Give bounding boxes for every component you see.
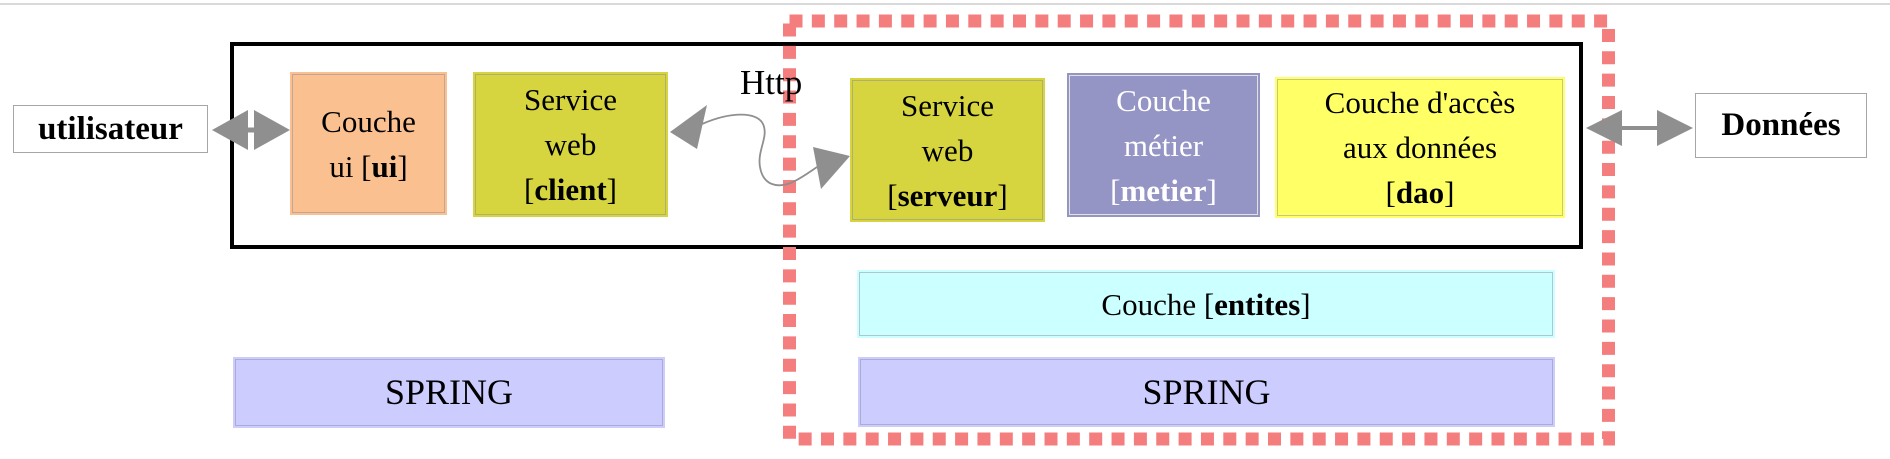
http-label: Http xyxy=(740,63,803,102)
ws-client-line2: web xyxy=(544,127,597,162)
spring-server-box: SPRING xyxy=(858,357,1555,427)
metier-layer-box: Couche métier [metier] xyxy=(1067,73,1260,217)
dao-line1: Couche d'accès xyxy=(1324,85,1516,120)
dao-line3: [dao] xyxy=(1385,175,1455,210)
metier-line1: Couche xyxy=(1116,82,1211,118)
ws-client-line1: Service xyxy=(524,82,617,117)
dao-data-arrow xyxy=(1586,110,1693,146)
ws-server-line1: Service xyxy=(901,87,994,123)
web-service-client-box: Service web [client] xyxy=(473,72,668,217)
spring-client-box: SPRING xyxy=(233,357,665,428)
top-window-edge xyxy=(0,3,1890,5)
dao-layer-box: Couche d'accès aux données [dao] xyxy=(1275,77,1565,218)
user-label: utilisateur xyxy=(38,110,183,147)
dao-line2: aux données xyxy=(1342,130,1498,165)
ws-server-line3: [serveur] xyxy=(887,177,1008,213)
data-label: Données xyxy=(1721,107,1841,143)
entites-layer-box: Couche [entites] xyxy=(857,270,1555,338)
spring-server-label: SPRING xyxy=(1142,371,1271,412)
entites-label: Couche [entites] xyxy=(1101,286,1311,322)
data-box: Données xyxy=(1695,93,1867,158)
ui-layer-box: Couche ui [ui] xyxy=(290,72,447,215)
dao-data-arrow-left-head xyxy=(1586,110,1622,146)
ws-client-line3: [client] xyxy=(524,172,617,207)
metier-line3: [metier] xyxy=(1110,172,1217,208)
web-service-server-box: Service web [serveur] xyxy=(850,78,1045,222)
spring-client-label: SPRING xyxy=(384,372,514,412)
ui-layer-line2: ui [ui] xyxy=(329,148,408,184)
dao-data-arrow-right-head xyxy=(1657,110,1693,146)
ui-layer-line1: Couche xyxy=(321,103,416,139)
metier-line2: métier xyxy=(1123,127,1204,163)
user-box: utilisateur xyxy=(13,105,208,153)
ws-server-line2: web xyxy=(921,132,974,168)
